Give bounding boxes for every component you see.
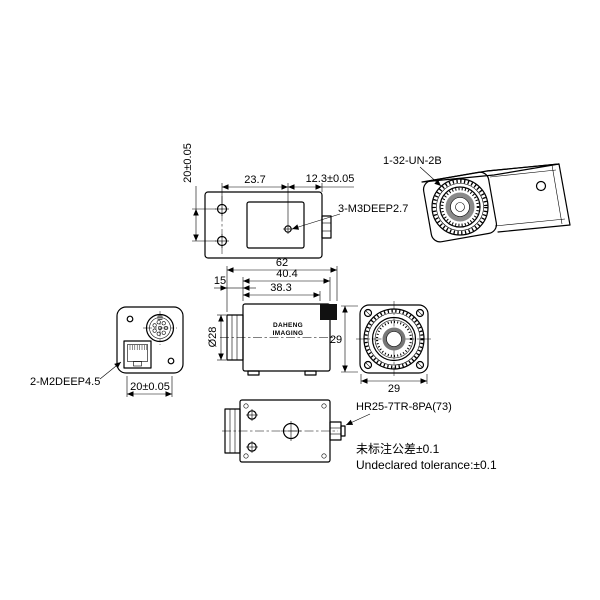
tolerance-notes: 未标注公差±0.1 Undeclared tolerance:±0.1 bbox=[356, 441, 497, 472]
ethernet-port bbox=[123, 340, 152, 369]
side-screw-hole bbox=[535, 180, 547, 192]
label-lens-thread-text: 1-32-UN-2B bbox=[383, 155, 442, 167]
back-view bbox=[116, 306, 184, 374]
bottom-screw-2 bbox=[243, 453, 249, 459]
bottom-screw-4 bbox=[321, 453, 327, 459]
tolerance-note-cn: 未标注公差±0.1 bbox=[356, 441, 440, 456]
top-mounting-hole-1 bbox=[215, 202, 229, 216]
daheng-logo: DAHENG IMAGING bbox=[273, 322, 304, 337]
dim-top-hole-spacing: 20±0.05 bbox=[182, 143, 194, 183]
label-rear-connector-text: HR25-7TR-8PA(73) bbox=[356, 401, 452, 413]
dim-lens-length: 15 bbox=[214, 275, 226, 287]
lens-3d bbox=[431, 178, 489, 236]
back-m2-hole-2 bbox=[167, 357, 175, 365]
camera-front-face-3d bbox=[422, 171, 498, 243]
dim-top-hole-offset: 12.3±0.05 bbox=[306, 173, 355, 185]
label-m3-holes: 3-M3DEEP2.7 bbox=[291, 203, 408, 230]
label-m2-text: 2-M2DEEP4.5 bbox=[30, 376, 100, 388]
bottom-hole-2 bbox=[246, 441, 258, 453]
label-m3-text: 3-M3DEEP2.7 bbox=[338, 203, 408, 215]
camera-body-side bbox=[242, 303, 331, 372]
logo-line2: IMAGING bbox=[273, 330, 304, 337]
dim-front-width: 29 bbox=[388, 383, 400, 395]
top-mounting-hole-2 bbox=[215, 234, 229, 248]
front-view: 29 bbox=[356, 301, 432, 395]
tripod-mount-hole bbox=[281, 421, 301, 441]
lens-mount-front bbox=[363, 308, 425, 370]
bottom-view: HR25-7TR-8PA(73) bbox=[222, 399, 452, 463]
foot-rear bbox=[304, 370, 317, 376]
bottom-hole-1 bbox=[246, 409, 258, 421]
perspective-view: 1-32-UN-2B bbox=[383, 155, 571, 243]
dim-body-length: 40.4 bbox=[276, 268, 297, 280]
label-lens-thread: 1-32-UN-2B bbox=[383, 155, 442, 187]
label-m2-holes: 2-M2DEEP4.5 bbox=[30, 361, 122, 388]
top-m3-hole bbox=[283, 224, 293, 234]
dim-back-hole-spacing: 20±0.05 bbox=[130, 381, 170, 393]
dim-lens-diameter: Ø28 bbox=[207, 327, 219, 348]
top-connector-side bbox=[320, 304, 337, 320]
label-rear-connector: HR25-7TR-8PA(73) bbox=[345, 401, 452, 426]
logo-line1: DAHENG bbox=[273, 322, 303, 329]
foot-front bbox=[247, 370, 260, 376]
back-view-annotations: 2-M2DEEP4.5 20±0.05 bbox=[30, 361, 173, 397]
top-view bbox=[204, 191, 332, 259]
tolerance-note-en: Undeclared tolerance:±0.1 bbox=[356, 458, 497, 472]
top-view-dimensions: 20±0.05 23.7 12.3±0.05 3-M3DEEP2.7 bbox=[182, 143, 408, 242]
bottom-screw-3 bbox=[321, 403, 327, 409]
dim-body-to-connector: 38.3 bbox=[270, 282, 291, 294]
rear-connector-bottom bbox=[329, 421, 346, 441]
front-corner-screws bbox=[363, 308, 425, 370]
back-m2-hole-1 bbox=[126, 315, 134, 323]
top-rear-connector bbox=[321, 215, 332, 239]
side-view: DAHENG IMAGING bbox=[220, 303, 337, 376]
dim-height: 29 bbox=[330, 334, 342, 346]
power-io-connector bbox=[143, 311, 177, 345]
bottom-screw-1 bbox=[243, 403, 249, 409]
top-cover-recess bbox=[246, 201, 305, 249]
dim-top-cover: 23.7 bbox=[244, 174, 265, 186]
dim-total-length: 62 bbox=[276, 257, 288, 269]
side-view-dimensions: 62 40.4 38.3 15 Ø28 29 bbox=[207, 257, 358, 373]
